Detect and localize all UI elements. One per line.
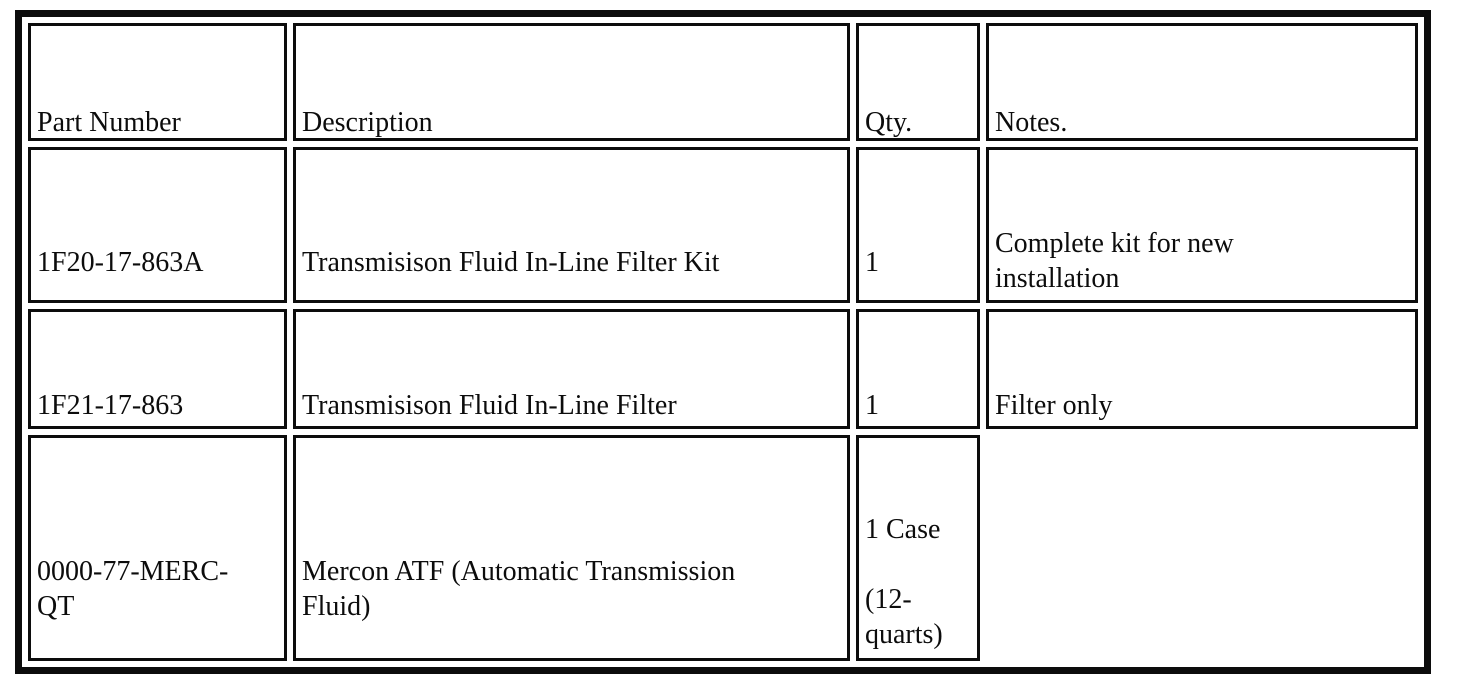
cell-description: Mercon ATF (Automatic Transmission Fluid…	[293, 435, 850, 661]
cell-part-number: 0000-77-MERC- QT	[28, 435, 287, 661]
cell-qty: 1 Case (12- quarts)	[856, 435, 980, 661]
column-header-qty: Qty.	[856, 23, 980, 141]
cell-description: Transmisison Fluid In-Line Filter	[293, 309, 850, 429]
table-header-row: Part Number Description Qty. Notes.	[28, 23, 1418, 141]
parts-table: Part Number Description Qty. Notes. 1F20…	[15, 10, 1431, 674]
cell-part-number: 1F21-17-863	[28, 309, 287, 429]
cell-description: Transmisison Fluid In-Line Filter Kit	[293, 147, 850, 303]
column-header-notes: Notes.	[986, 23, 1418, 141]
table-row: 1F20-17-863A Transmisison Fluid In-Line …	[28, 147, 1418, 303]
table-row: 1F21-17-863 Transmisison Fluid In-Line F…	[28, 309, 1418, 429]
cell-part-number: 1F20-17-863A	[28, 147, 287, 303]
cell-qty: 1	[856, 309, 980, 429]
column-header-part-number: Part Number	[28, 23, 287, 141]
cell-notes-empty	[986, 435, 1418, 661]
cell-qty: 1	[856, 147, 980, 303]
table-row: 0000-77-MERC- QT Mercon ATF (Automatic T…	[28, 435, 1418, 661]
cell-notes: Filter only	[986, 309, 1418, 429]
column-header-description: Description	[293, 23, 850, 141]
cell-notes: Complete kit for new installation	[986, 147, 1418, 303]
